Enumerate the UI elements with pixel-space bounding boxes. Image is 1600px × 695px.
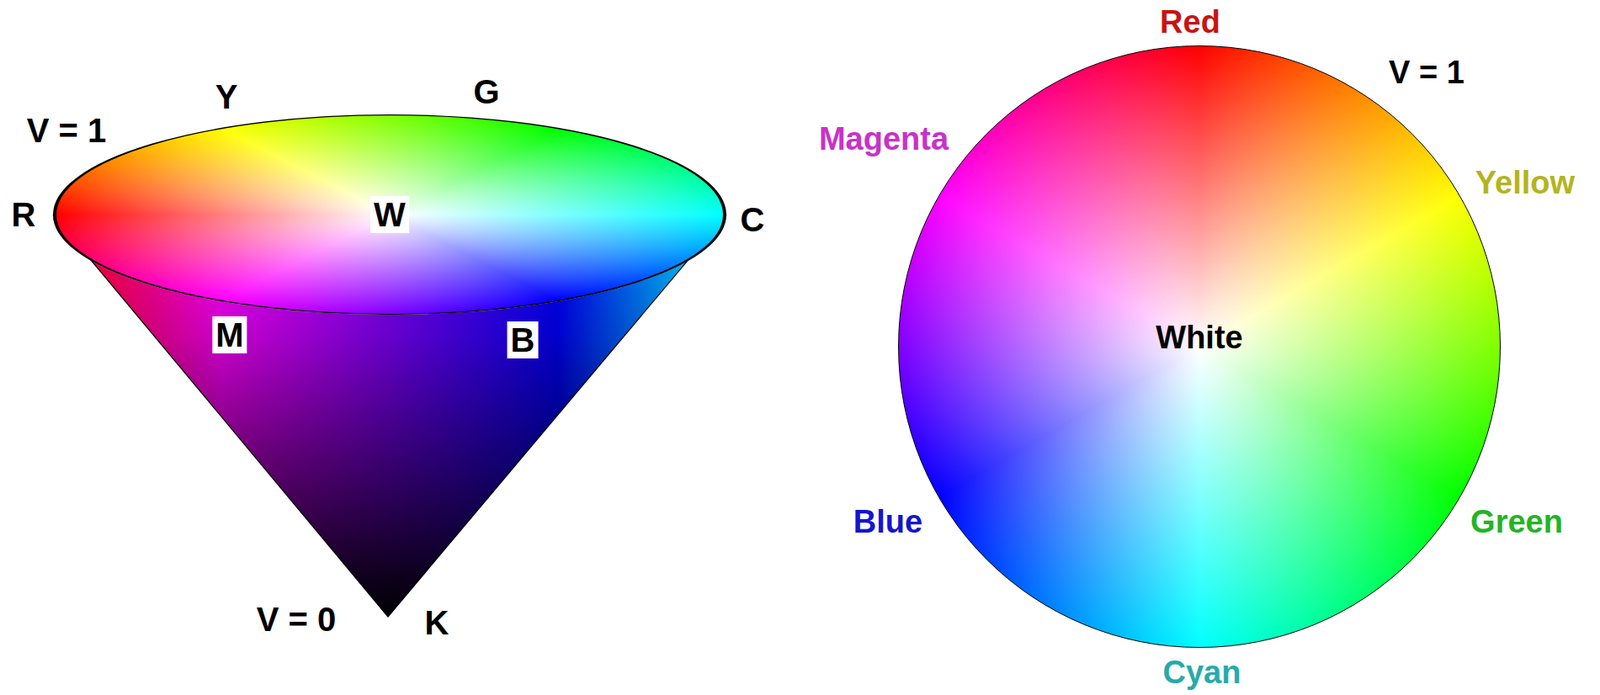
hue-letter: C: [740, 201, 766, 239]
hue-letter: R: [11, 196, 37, 234]
hue-letter: M: [212, 316, 247, 354]
value-label: V = 1: [26, 111, 107, 149]
hue-name: Green: [1470, 504, 1563, 541]
hue-name: Blue: [853, 504, 923, 541]
value-label: V = 0: [256, 600, 337, 638]
hue-name: Magenta: [818, 122, 949, 158]
hue-name: Cyan: [1163, 655, 1242, 692]
white-name: White: [1155, 320, 1243, 357]
black-letter: K: [425, 604, 450, 642]
value-label: V = 1: [1388, 55, 1465, 91]
hue-letter: B: [507, 321, 539, 359]
white-letter: W: [370, 196, 410, 234]
hue-letter: Y: [215, 78, 239, 116]
hue-letter: G: [473, 73, 500, 111]
hue-name: Red: [1159, 5, 1221, 41]
hue-name: Yellow: [1475, 165, 1575, 202]
